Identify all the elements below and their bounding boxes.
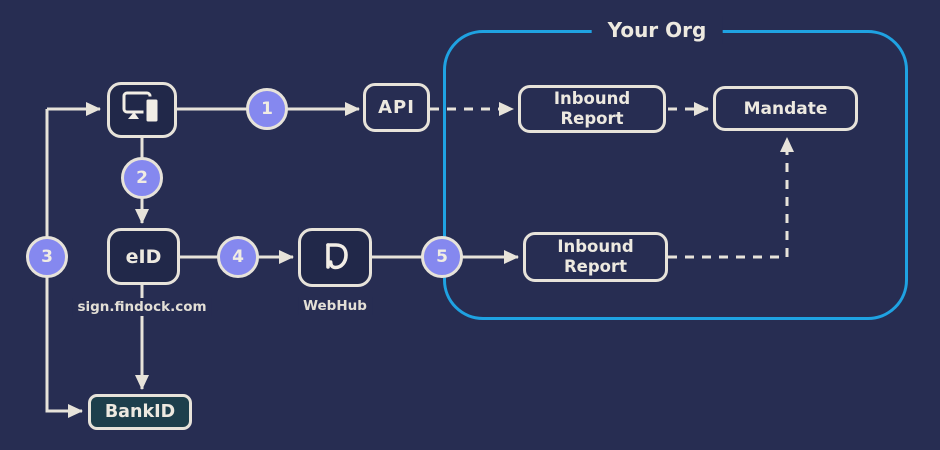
step-circle-2: 2 bbox=[121, 157, 163, 199]
inbound-report-bottom-line2: Report bbox=[563, 257, 628, 276]
eid-node: eID bbox=[107, 228, 180, 285]
inbound-report-top-node: Inbound Report bbox=[518, 85, 666, 133]
webhub-node-caption: WebHub bbox=[298, 297, 372, 315]
connector-inbound-report-to-mandate-vertical bbox=[668, 137, 794, 259]
inbound-report-top-line2: Report bbox=[560, 109, 624, 128]
inbound-report-top-line1: Inbound bbox=[553, 89, 631, 109]
api-node: API bbox=[363, 83, 430, 132]
eid-node-label: eID bbox=[125, 245, 162, 268]
your-org-container bbox=[443, 30, 908, 320]
bankid-node-label: BankID bbox=[104, 402, 176, 422]
eid-node-caption: sign.findock.com bbox=[72, 298, 212, 316]
step-circle-4: 4 bbox=[217, 236, 259, 278]
step-circle-5: 5 bbox=[421, 236, 463, 278]
inbound-report-bottom-line1: Inbound bbox=[557, 237, 634, 257]
findock-logo-icon bbox=[317, 238, 353, 278]
devices-node bbox=[107, 82, 177, 138]
step-circle-1: 1 bbox=[246, 88, 288, 130]
your-org-title: Your Org bbox=[591, 16, 723, 44]
bankid-node: BankID bbox=[88, 394, 192, 430]
mandate-node: Mandate bbox=[713, 86, 858, 131]
step-circle-3: 3 bbox=[26, 236, 68, 278]
connector-left-loop-to-bankid bbox=[45, 109, 83, 418]
devices-icon bbox=[120, 89, 164, 131]
inbound-report-bottom-node: Inbound Report bbox=[523, 232, 668, 282]
api-node-label: API bbox=[378, 97, 415, 118]
webhub-node bbox=[298, 228, 372, 287]
mandate-node-label: Mandate bbox=[743, 98, 828, 119]
